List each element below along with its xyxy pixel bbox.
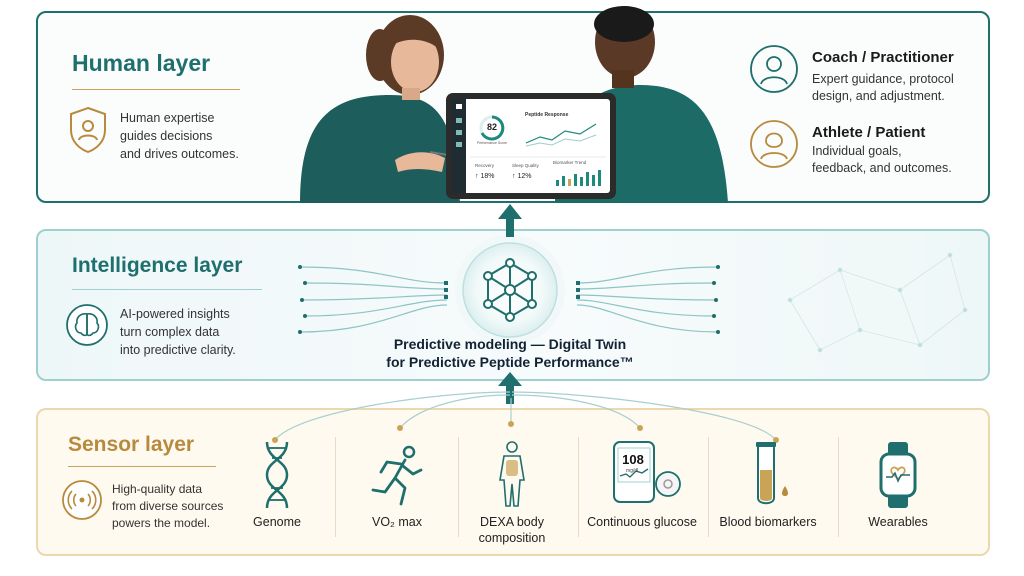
tablet-score: 82: [486, 122, 497, 132]
glucose-reading: 108: [622, 452, 644, 467]
woman-practitioner-illustration: [300, 15, 466, 203]
divider: [838, 437, 839, 537]
intelligence-layer-title: Intelligence layer: [72, 254, 243, 277]
network-node-icon: [483, 258, 537, 322]
tablet-stat-recovery-label: Recovery: [475, 163, 495, 168]
divider: [708, 437, 709, 537]
human-layer-description: Human expertise guides decisions and dri…: [120, 111, 239, 161]
role-athlete-description: Individual goals, feedback, and outcomes…: [812, 144, 952, 175]
glucose-monitor-icon: [613, 441, 681, 503]
runner-icon: [371, 445, 423, 506]
sensor-connector-lines: [274, 391, 777, 441]
tablet-stat-recovery-value: ↑ 18%: [475, 173, 495, 180]
data-flow-lines: [299, 266, 719, 333]
arrow-up-to-intelligence: [498, 372, 522, 404]
connector-ports: [444, 281, 580, 299]
sensor-blood: Blood biomarkers: [713, 440, 823, 530]
test-tube-icon: [756, 442, 788, 505]
dna-icon: [265, 441, 289, 509]
sensor-layer-description: High-quality data from diverse sources p…: [112, 482, 224, 530]
athlete-icon: [750, 120, 798, 168]
sensor-genome: Genome: [222, 440, 332, 530]
divider: [458, 437, 459, 537]
tablet-trend-title: Biomarker Trend: [553, 160, 587, 165]
brain-icon: [66, 304, 108, 346]
body-scan-icon: [499, 441, 525, 507]
shield-person-icon: [70, 106, 106, 154]
glucose-unit: mg/dL: [626, 468, 640, 474]
role-coach-description: Expert guidance, protocol design, and ad…: [812, 72, 954, 103]
arrow-up-to-human: [498, 204, 522, 237]
sensor-wearables: Wearables: [843, 440, 953, 530]
tablet-stat-sleep-label: Sleep Quality: [512, 163, 539, 168]
divider: [335, 437, 336, 537]
sensor-layer-panel: [36, 408, 990, 556]
tablet-stat-sleep-value: ↑ 12%: [512, 173, 532, 180]
human-layer-rule: [72, 89, 240, 90]
sensor-layer-rule: [68, 466, 216, 467]
intelligence-layer-description: AI-powered insights turn complex data in…: [120, 307, 236, 357]
network-pattern: [787, 252, 968, 353]
signal-waves-icon: [62, 480, 102, 520]
human-layer-title: Human layer: [72, 50, 211, 76]
coach-icon: [750, 45, 798, 93]
sensor-dexa: DEXA body composition: [457, 440, 567, 546]
sensor-layer-title: Sensor layer: [68, 433, 195, 456]
smartwatch-icon: [879, 442, 917, 508]
divider: [578, 437, 579, 537]
intelligence-layer-rule: [72, 289, 262, 290]
sensor-glucose: Continuous glucose: [587, 440, 697, 530]
tablet-score-label: Performance Score: [476, 141, 508, 145]
role-athlete-title: Athlete / Patient: [812, 124, 926, 141]
role-coach-title: Coach / Practitioner: [812, 49, 954, 66]
predictive-modeling-caption: Predictive modeling — Digital Twin for P…: [386, 336, 634, 370]
sensor-vo2max: VO₂ max: [342, 440, 452, 530]
tablet-chart-title: Peptide Response: [525, 112, 569, 118]
tablet-dashboard: [446, 93, 616, 199]
